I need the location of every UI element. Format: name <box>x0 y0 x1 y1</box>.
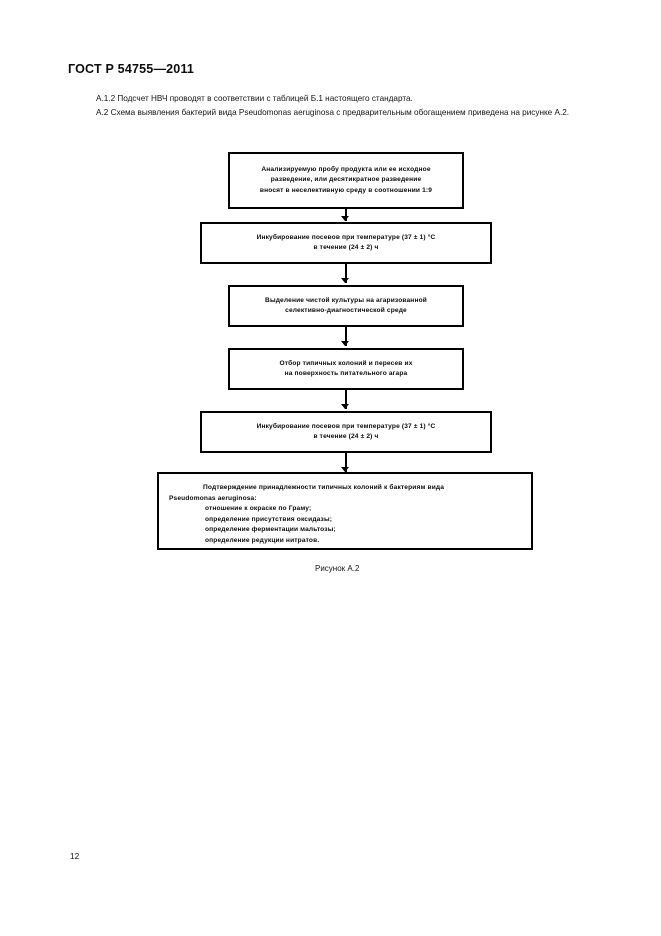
flowchart-step-6-title-line-1: Подтверждение принадлежности типичных ко… <box>203 484 445 491</box>
connector-5-arrowhead-icon <box>341 467 349 472</box>
flowchart-step-1-line-2: разведение, или десятикратное разведение <box>270 176 422 184</box>
flowchart-step-6: Подтверждение принадлежности типичных ко… <box>157 472 533 550</box>
figure-caption: Рисунок А.2 <box>315 564 360 573</box>
flowchart-step-6-list: отношение к окраске по Граму; определени… <box>169 504 444 546</box>
flowchart-step-1-line-1: Анализируемую пробу продукта или ее исхо… <box>261 165 431 173</box>
connector-1 <box>345 209 348 221</box>
connector-4-arrowhead-icon <box>341 404 349 409</box>
flowchart-step-1: Анализируемую пробу продукта или ее исхо… <box>228 152 464 209</box>
document-standard-title: ГОСТ Р 54755—2011 <box>68 62 195 76</box>
flowchart-step-4-line-1: Отбор типичных колоний и пересев их <box>279 359 413 367</box>
paragraph-a12: А.1.2 Подсчет НВЧ проводят в соответстви… <box>96 94 413 103</box>
connector-4 <box>345 390 348 409</box>
flowchart-step-6-title-line-2: Pseudomonas aeruginosa: <box>169 494 257 502</box>
flowchart-step-4-line-2: на поверхность питательного агара <box>284 370 408 377</box>
flowchart-step-2-text: Инкубирование посевов при температуре (3… <box>257 233 436 254</box>
flowchart-step-6-list-item: определение редукции нитратов. <box>205 536 320 544</box>
flowchart-step-5: Инкубирование посевов при температуре (3… <box>200 411 492 453</box>
connector-2 <box>345 264 348 283</box>
flowchart-step-1-line-3: вносят в неселективную среду в соотношен… <box>259 186 433 194</box>
flowchart-step-6-text: Подтверждение принадлежности типичных ко… <box>169 483 444 546</box>
flowchart-step-4-text: Отбор типичных колоний и пересев их на п… <box>279 359 412 380</box>
flowchart-step-1-text: Анализируемую пробу продукта или ее исхо… <box>260 165 432 197</box>
body-text-block: А.1.2 Подсчет НВЧ проводят в соответстви… <box>70 92 596 119</box>
flowchart-step-5-line-1: Инкубирование посевов при температуре (3… <box>256 422 436 430</box>
connector-3-arrowhead-icon <box>341 341 349 346</box>
flowchart-step-4: Отбор типичных колоний и пересев их на п… <box>228 348 464 390</box>
flowchart-step-5-text: Инкубирование посевов при температуре (3… <box>257 422 436 443</box>
flowchart-step-2-line-1: Инкубирование посевов при температуре (3… <box>256 233 436 241</box>
connector-5 <box>345 453 348 472</box>
flowchart-step-5-line-2: в течение (24 ± 2) ч <box>313 433 379 440</box>
page-number: 12 <box>70 851 80 861</box>
flowchart-step-2: Инкубирование посевов при температуре (3… <box>200 222 492 264</box>
connector-1-arrowhead-icon <box>341 216 349 221</box>
flowchart-step-3-text: Выделение чистой культуры на агаризованн… <box>265 296 427 317</box>
flowchart-step-3: Выделение чистой культуры на агаризованн… <box>228 285 464 327</box>
connector-3 <box>345 327 348 346</box>
paragraph-a2: А.2 Схема выявления бактерий вида Pseudo… <box>96 107 570 117</box>
flowchart-step-6-list-item: определение ферментации мальтозы; <box>205 526 336 533</box>
connector-2-arrowhead-icon <box>341 278 349 283</box>
flowchart-step-2-line-2: в течение (24 ± 2) ч <box>313 244 379 251</box>
flowchart-step-6-list-item: отношение к окраске по Граму; <box>205 505 312 512</box>
flowchart-step-6-list-item: определение присутствия оксидазы; <box>205 515 333 523</box>
flowchart-step-3-line-2: селективно-диагностической среде <box>285 307 407 314</box>
flowchart-step-3-line-1: Выделение чистой культуры на агаризованн… <box>265 296 427 304</box>
